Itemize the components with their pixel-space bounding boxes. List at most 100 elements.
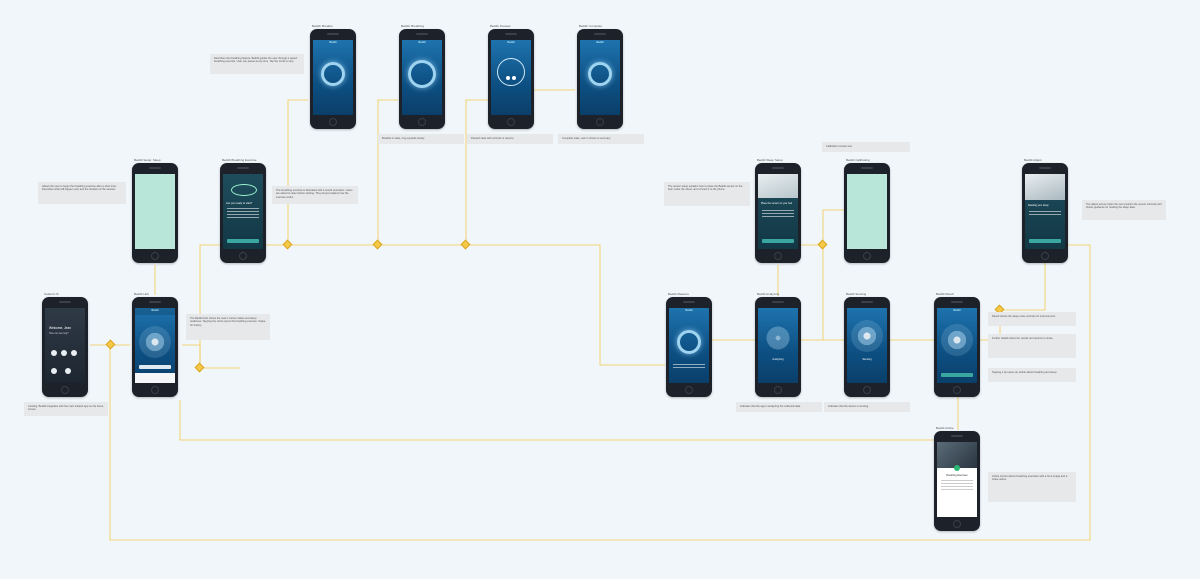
phone-mint-1[interactable] xyxy=(132,163,178,263)
phone-label: Beddit Analyzing xyxy=(757,292,780,296)
home-button xyxy=(1041,252,1049,260)
mouth-illustration xyxy=(231,184,257,196)
state-label: Sensing xyxy=(862,358,872,361)
home-button xyxy=(685,386,693,394)
phone-speaker xyxy=(951,435,963,437)
annotation-note: The sensor setup explains how to place t… xyxy=(664,182,750,206)
phone-analyzing[interactable]: Analyzing xyxy=(755,297,801,397)
phone-measure[interactable]: Beddit xyxy=(666,297,712,397)
hub-particle-circle[interactable] xyxy=(139,326,171,358)
phone-speaker xyxy=(149,301,161,303)
connector xyxy=(465,99,488,245)
shortcut-icon[interactable] xyxy=(51,350,57,356)
annotation-note: The adjust screen helps the user positio… xyxy=(1082,200,1166,220)
home-button xyxy=(953,386,961,394)
screen-title: Beddit xyxy=(329,41,337,44)
home-button xyxy=(239,252,247,260)
home-button xyxy=(863,386,871,394)
phone-label: Beddit Breathing Exercise xyxy=(222,158,257,162)
home-button xyxy=(151,252,159,260)
home-button xyxy=(418,118,426,126)
article-title: Breathing Exercises xyxy=(946,474,968,477)
annotation-note: Tapping a tip opens an article about bre… xyxy=(988,368,1076,382)
phone-breathe-2[interactable]: Beddit xyxy=(399,29,445,129)
connector xyxy=(377,99,398,245)
breathing-ring[interactable] xyxy=(588,62,612,86)
continue-button[interactable] xyxy=(227,239,259,243)
phone-screen: Welcome, Jean How can we help? xyxy=(45,308,85,383)
shortcut-icon[interactable] xyxy=(71,350,77,356)
phone-mint-2[interactable] xyxy=(844,163,890,263)
connector xyxy=(800,209,845,246)
particle-cloud xyxy=(851,320,883,352)
screen-heading: Are you ready to start? xyxy=(226,202,253,205)
phone-screen: Beddit xyxy=(669,308,709,383)
breathing-ring[interactable] xyxy=(321,62,345,86)
phone-hub[interactable]: Beddit xyxy=(132,297,178,397)
shortcut-icon[interactable] xyxy=(65,368,72,374)
phone-speaker xyxy=(951,301,963,303)
shortcut-icon[interactable] xyxy=(51,368,57,374)
hub-button[interactable] xyxy=(139,365,171,369)
phone-screen: Place the sensor on your bed xyxy=(758,174,798,249)
phone-home[interactable]: Welcome, Jean How can we help? xyxy=(42,297,88,397)
phone-breathe-complete[interactable]: Beddit xyxy=(577,29,623,129)
phone-screen: Sensing xyxy=(847,308,887,383)
home-button xyxy=(507,118,515,126)
annotation-note: Allows the user to begin the breathing e… xyxy=(38,182,126,204)
body-text xyxy=(227,208,259,220)
continue-button[interactable] xyxy=(762,239,794,243)
share-icon[interactable] xyxy=(954,465,960,471)
screen-heading: Reading your sleep xyxy=(1028,204,1049,207)
body-text xyxy=(1029,211,1061,217)
phone-speaker xyxy=(59,301,71,303)
connector xyxy=(980,262,1046,341)
phone-speaker xyxy=(237,167,249,169)
paused-circle[interactable] xyxy=(497,58,525,86)
phone-sensor-setup[interactable]: Place the sensor on your bed xyxy=(755,163,801,263)
annotation-note: Complete state, user is shown a summary. xyxy=(558,134,644,144)
connector xyxy=(109,244,1091,541)
phone-breathe-paused[interactable]: Beddit xyxy=(488,29,534,129)
phone-speaker xyxy=(683,301,695,303)
screen-title: Beddit xyxy=(507,41,515,44)
pillow-illustration xyxy=(758,174,798,198)
annotation-note: Calibration screen text xyxy=(822,142,910,152)
play-icon[interactable] xyxy=(512,76,516,80)
phone-result[interactable]: Beddit xyxy=(934,297,980,397)
state-label: Analyzing xyxy=(772,358,784,361)
phone-speaker xyxy=(505,33,517,35)
phone-speaker xyxy=(772,301,784,303)
home-button xyxy=(151,386,159,394)
pause-icon[interactable] xyxy=(506,76,510,80)
connector xyxy=(199,244,288,368)
annotation-note: Describes the breathing feature: Beddit … xyxy=(210,54,304,74)
annotation-note: Article content about breathing exercise… xyxy=(988,472,1076,502)
connector xyxy=(182,344,240,369)
phone-mouth[interactable]: Are you ready to start? xyxy=(220,163,266,263)
phone-label: Beddit: Breathing xyxy=(401,24,425,28)
phone-speaker xyxy=(416,33,428,35)
phone-adjust[interactable]: Reading your sleep xyxy=(1022,163,1068,263)
phone-screen xyxy=(135,174,175,249)
phone-breathe-1[interactable]: Beddit xyxy=(310,29,356,129)
phone-screen: Analyzing xyxy=(758,308,798,383)
annotation-note: Paused state with controls to resume. xyxy=(467,134,553,144)
next-button[interactable] xyxy=(1029,239,1061,243)
shortcut-icon[interactable] xyxy=(61,350,67,356)
measure-ring[interactable] xyxy=(677,330,701,354)
result-circle[interactable] xyxy=(941,324,973,356)
phone-label: Beddit Setup: Sleep xyxy=(134,158,161,162)
annotation-note: Landing: Beddit integrates with the main… xyxy=(24,402,108,416)
phone-speaker xyxy=(149,167,161,169)
breathing-ring[interactable] xyxy=(408,60,436,88)
phone-sensing[interactable]: Sensing xyxy=(844,297,890,397)
phone-article[interactable]: Breathing Exercises xyxy=(934,431,980,531)
home-button xyxy=(774,386,782,394)
result-button[interactable] xyxy=(941,373,973,377)
welcome-title: Welcome, Jean xyxy=(49,326,71,330)
home-button xyxy=(774,252,782,260)
status-bar xyxy=(135,308,175,315)
phone-speaker xyxy=(861,301,873,303)
